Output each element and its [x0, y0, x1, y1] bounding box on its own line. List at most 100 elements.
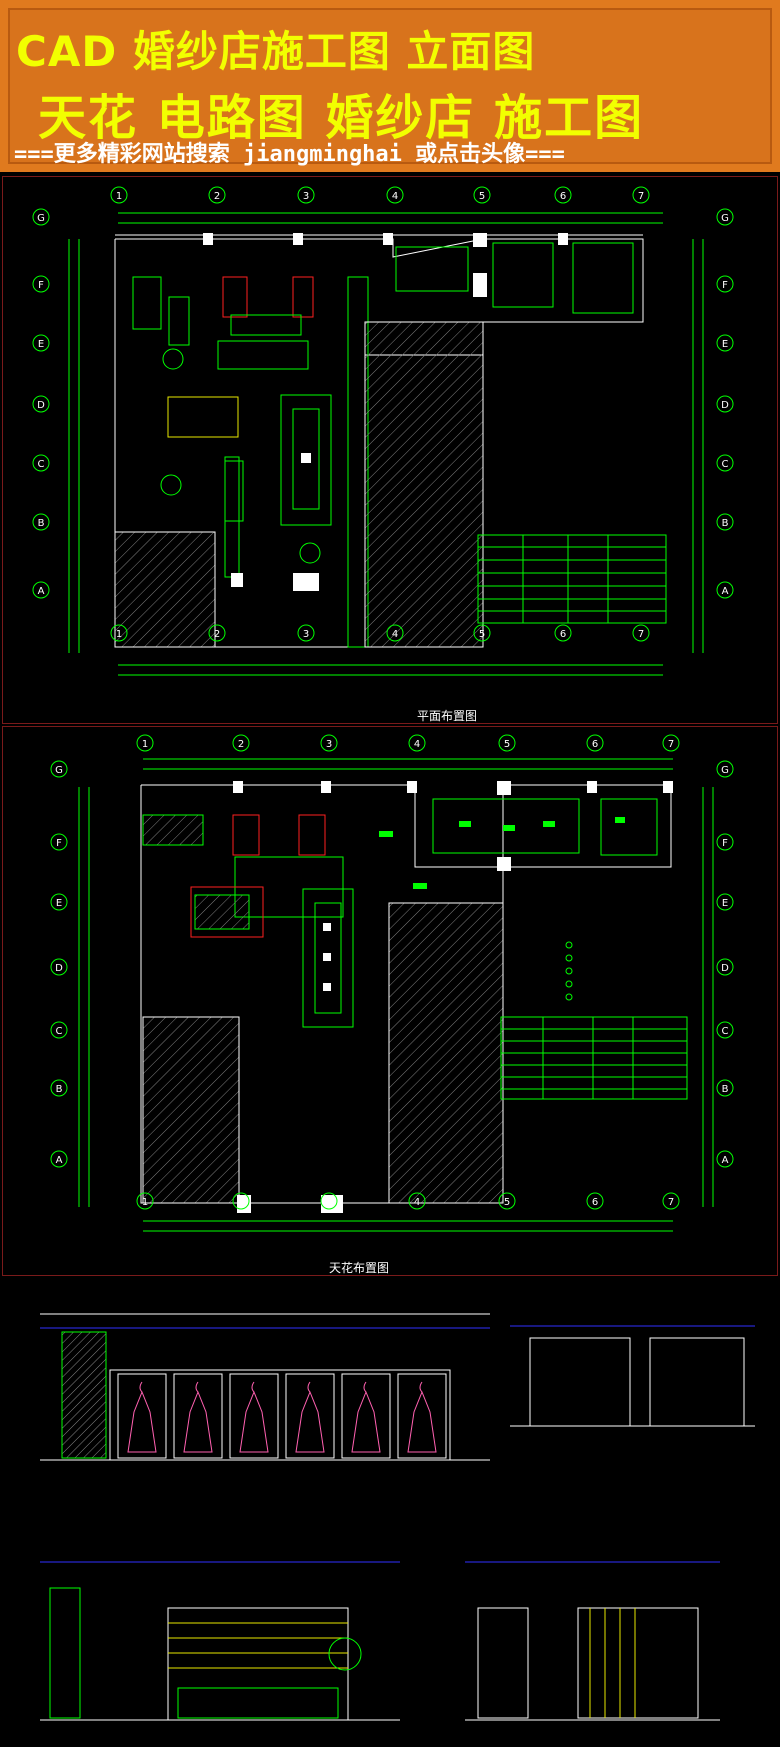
- plan2-col-2-top-bubble: [232, 734, 250, 752]
- plan1-row-F-left-bubble: [32, 275, 50, 293]
- floor-plan-caption: 平面布置图: [417, 709, 478, 723]
- plan2-col-3-bottom-bubble: [320, 1192, 338, 1210]
- plan2-row-G-right-bubble: [716, 760, 734, 778]
- plan2-row-E-left-label: E: [56, 898, 62, 909]
- elevation-a: [40, 1313, 490, 1461]
- plan2-col-6-bottom-bubble: [586, 1192, 604, 1210]
- plan2-col-3-top-bubble: [320, 734, 338, 752]
- plan1-col-6-bottom-bubble: [554, 624, 572, 642]
- display-window: [341, 1373, 391, 1459]
- plan1-col-4-bottom-bubble: [386, 624, 404, 642]
- plan1-col-5-top-bubble: [473, 186, 491, 204]
- plan2-col-7-bottom-bubble: [662, 1192, 680, 1210]
- plan1-row-C-right-label: C: [722, 459, 729, 470]
- plan2-row-D-right-bubble: [716, 958, 734, 976]
- plan1-row-E-right-bubble: [716, 334, 734, 352]
- plan1-row-D-right-label: D: [721, 400, 729, 411]
- plan1-row-D-left-label: D: [37, 400, 45, 411]
- plan2-row-B-right-label: B: [722, 1084, 729, 1095]
- mannequin-figure: [239, 1381, 269, 1453]
- plan2-row-F-left-bubble: [50, 833, 68, 851]
- plan2-col-3-top-label: 3: [326, 739, 332, 750]
- display-window: [397, 1373, 447, 1459]
- plan2-row-G-left-bubble: [50, 760, 68, 778]
- mannequin-figure: [351, 1381, 381, 1453]
- plan1-col-6-top-label: 6: [560, 191, 566, 202]
- plan1-col-2-top-bubble: [208, 186, 226, 204]
- plan2-col-4-bottom-label: 4: [414, 1197, 420, 1208]
- mannequin-figure: [127, 1381, 157, 1453]
- display-window: [285, 1373, 335, 1459]
- plan2-row-B-left-label: B: [56, 1084, 63, 1095]
- display-window: [229, 1373, 279, 1459]
- header-banner: CAD 婚纱店施工图 立面图 天花 电路图 婚纱店 施工图 ===更多精彩网站搜…: [0, 0, 780, 172]
- elevation-c: [40, 1561, 400, 1721]
- plan2-col-2-top-label: 2: [238, 739, 244, 750]
- plan2-col-1-bottom-bubble: [136, 1192, 154, 1210]
- plan1-col-7-top-label: 7: [638, 191, 644, 202]
- plan1-row-E-right-label: E: [722, 339, 728, 350]
- ceiling-plan-caption: 天花布置图: [329, 1261, 390, 1275]
- plan1-col-7-top-bubble: [632, 186, 650, 204]
- plan2-row-D-left-bubble: [50, 958, 68, 976]
- plan2-col-5-bottom-label: 5: [504, 1197, 510, 1208]
- plan1-col-5-bottom-bubble: [473, 624, 491, 642]
- plan1-row-F-right-bubble: [716, 275, 734, 293]
- plan2-row-C-left-label: C: [56, 1026, 63, 1037]
- plan1-col-4-bottom-label: 4: [392, 629, 398, 640]
- plan2-row-F-right-label: F: [722, 838, 728, 849]
- plan2-col-6-bottom-label: 6: [592, 1197, 598, 1208]
- banner-title-line2: 天花 电路图 婚纱店 施工图: [38, 90, 645, 146]
- plan1-col-2-top-label: 2: [214, 191, 220, 202]
- plan2-row-B-left-bubble: [50, 1079, 68, 1097]
- plan2-col-4-top-bubble: [408, 734, 426, 752]
- plan1-col-3-top-label: 3: [303, 191, 309, 202]
- plan2-col-1-bottom-label: 1: [142, 1197, 148, 1208]
- plan1-row-G-left-label: G: [37, 213, 45, 224]
- plan2-row-G-left-label: G: [55, 765, 63, 776]
- mannequin-figure: [407, 1381, 437, 1453]
- plan1-row-G-left-bubble: [32, 208, 50, 226]
- plan1-col-7-bottom-bubble: [632, 624, 650, 642]
- plan1-col-3-bottom-bubble: [297, 624, 315, 642]
- plan1-row-C-left-label: C: [38, 459, 45, 470]
- plan1-row-D-right-bubble: [716, 395, 734, 413]
- banner-frame: CAD 婚纱店施工图 立面图 天花 电路图 婚纱店 施工图 ===更多精彩网站搜…: [8, 8, 772, 167]
- plan1-col-4-top-label: 4: [392, 191, 398, 202]
- plan1-row-A-right-label: A: [722, 586, 729, 597]
- elevation-b: [510, 1325, 755, 1427]
- plan2-col-1-top-label: 1: [142, 739, 148, 750]
- plan2-row-E-left-bubble: [50, 893, 68, 911]
- plan1-col-4-top-bubble: [386, 186, 404, 204]
- plan2-col-5-top-bubble: [498, 734, 516, 752]
- plan1-row-C-right-bubble: [716, 454, 734, 472]
- plan2-row-D-right-label: D: [721, 963, 729, 974]
- plan1-row-A-left-bubble: [32, 581, 50, 599]
- plan1-row-B-right-bubble: [716, 513, 734, 531]
- plan2-col-7-bottom-label: 7: [668, 1197, 674, 1208]
- display-window: [117, 1373, 167, 1459]
- plan1-row-B-right-label: B: [722, 518, 729, 529]
- plan2-col-3-bottom-label: 3: [326, 1197, 332, 1208]
- plan1-row-B-left-label: B: [38, 518, 45, 529]
- display-window: [173, 1373, 223, 1459]
- plan1-row-C-left-bubble: [32, 454, 50, 472]
- mannequin-figure: [295, 1381, 325, 1453]
- plan2-row-D-left-label: D: [55, 963, 63, 974]
- plan2-row-F-right-bubble: [716, 833, 734, 851]
- plan1-col-6-bottom-label: 6: [560, 629, 566, 640]
- plan2-row-C-left-bubble: [50, 1021, 68, 1039]
- plan2-row-A-left-bubble: [50, 1150, 68, 1168]
- banner-tagline[interactable]: ===更多精彩网站搜索 jiangminghai 或点击头像===: [14, 142, 565, 167]
- plan2-col-2-bottom-label: 2: [238, 1197, 244, 1208]
- plan2-row-F-left-label: F: [56, 838, 62, 849]
- elevation-d: [465, 1561, 720, 1721]
- plan1-row-B-left-bubble: [32, 513, 50, 531]
- plan1-row-A-right-bubble: [716, 581, 734, 599]
- plan2-col-6-top-label: 6: [592, 739, 598, 750]
- plan1-col-2-bottom-bubble: [208, 624, 226, 642]
